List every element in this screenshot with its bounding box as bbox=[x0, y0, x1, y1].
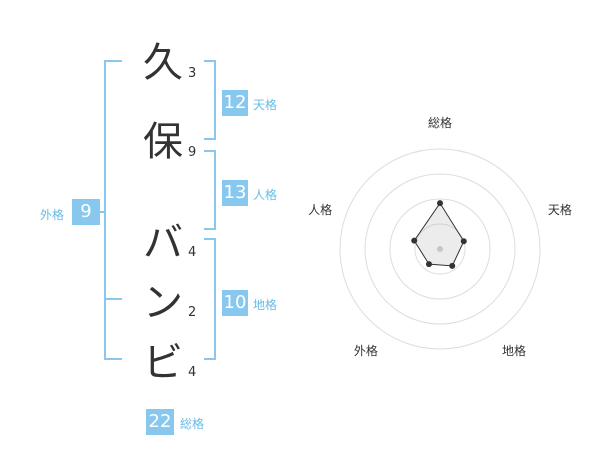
name-char-3: バ bbox=[143, 220, 183, 266]
radar-axis-label: 外格 bbox=[354, 343, 378, 358]
radar-axis-label: 総格 bbox=[428, 115, 452, 130]
name-char-5: ビ bbox=[143, 340, 183, 386]
stroke-count-4: 2 bbox=[188, 305, 197, 320]
stroke-count-2: 9 bbox=[188, 145, 197, 160]
gai-kaku-label: 外格 bbox=[40, 208, 65, 222]
stroke-count-1: 3 bbox=[188, 66, 197, 81]
chi-bracket bbox=[204, 238, 216, 360]
gai-kaku-value: 9 bbox=[72, 199, 100, 225]
radar-point bbox=[460, 238, 467, 245]
radar-axis-label: 人格 bbox=[308, 202, 332, 217]
radar-center bbox=[437, 246, 443, 252]
radar-ring bbox=[339, 148, 541, 350]
radar-ring bbox=[364, 173, 516, 325]
stroke-count-5: 4 bbox=[188, 365, 197, 380]
ten-kaku-value: 12 bbox=[222, 90, 248, 116]
radar-ring bbox=[414, 223, 466, 275]
radar-point bbox=[425, 261, 432, 268]
name-char-1: 久 bbox=[143, 40, 183, 86]
radar-ring bbox=[389, 198, 491, 300]
jin-kaku-label: 人格 bbox=[253, 188, 278, 202]
radar-point bbox=[411, 237, 418, 244]
radar-axis-label: 地格 bbox=[502, 343, 526, 358]
sou-kaku-value: 22 bbox=[146, 409, 174, 435]
sou-kaku-label: 総格 bbox=[180, 417, 205, 431]
ten-kaku-label: 天格 bbox=[253, 98, 278, 112]
radar-axis-label: 天格 bbox=[548, 202, 572, 217]
stroke-count-3: 4 bbox=[188, 245, 197, 260]
name-char-4: ン bbox=[143, 280, 183, 326]
ten-bracket bbox=[204, 60, 216, 140]
chi-kaku-value: 10 bbox=[222, 290, 248, 316]
radar-point bbox=[437, 200, 443, 207]
jin-kaku-value: 13 bbox=[222, 180, 248, 206]
chi-kaku-label: 地格 bbox=[253, 298, 278, 312]
jin-bracket bbox=[204, 150, 216, 230]
gai-bracket-tick bbox=[96, 211, 106, 213]
radar-point bbox=[449, 262, 456, 269]
gai-bracket bbox=[104, 60, 122, 360]
gai-bracket-divider bbox=[104, 298, 122, 300]
name-char-2: 保 bbox=[143, 119, 183, 165]
radar-polygon bbox=[413, 202, 465, 267]
